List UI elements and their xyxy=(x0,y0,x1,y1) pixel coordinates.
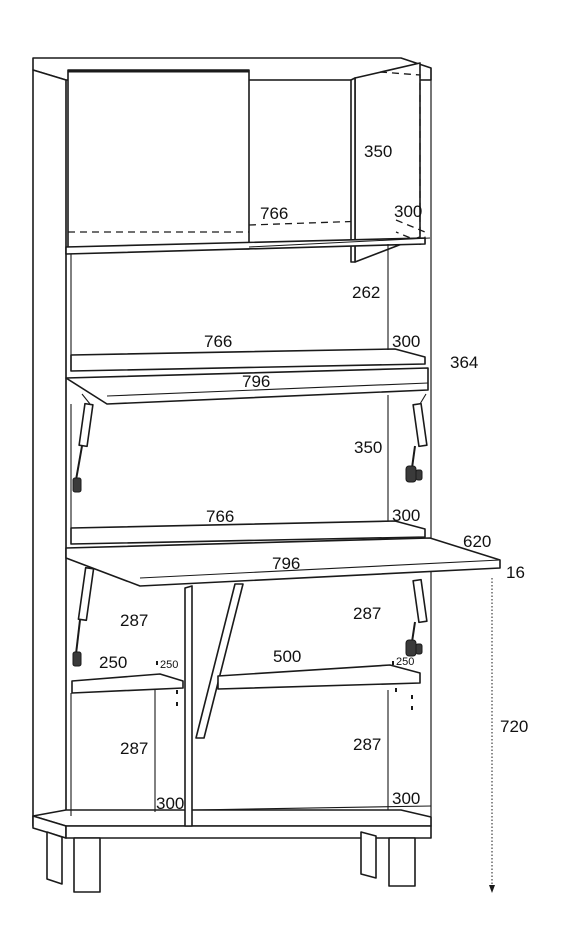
dim-right-shelf-width: 500 xyxy=(273,647,301,666)
dim-lower-width: 766 xyxy=(206,507,234,526)
desk-flap xyxy=(65,537,501,739)
upper-fixed-shelf xyxy=(65,237,426,255)
dim-flap1-depth: 364 xyxy=(450,353,478,372)
dim-top-door-height: 350 xyxy=(364,142,392,161)
small-shelves xyxy=(71,661,421,710)
dim-right-shelf-depth: 250 xyxy=(396,656,414,668)
dim-upper-shelf-gap: 262 xyxy=(352,283,380,302)
dim-bottom-left-depth: 300 xyxy=(156,794,184,813)
desk-board xyxy=(65,537,501,587)
dim-bottom-right-depth: 300 xyxy=(392,789,420,808)
right-door-open xyxy=(354,62,421,263)
dim-top-width: 766 xyxy=(260,204,288,223)
dim-desk-depth: 620 xyxy=(463,532,491,551)
dim-lower-depth: 300 xyxy=(392,506,420,525)
dim-desk-height: 720 xyxy=(500,717,528,736)
dim-small-shelf-depth: 250 xyxy=(160,659,178,671)
flap-one xyxy=(65,367,429,493)
middle-shelf xyxy=(70,348,426,372)
dim-middle-width: 766 xyxy=(204,332,232,351)
desk-support-leg xyxy=(195,583,244,739)
dim-desk-thickness: 16 xyxy=(506,563,525,582)
height-dimension-line xyxy=(489,578,495,893)
cabinet-body xyxy=(32,57,432,839)
dim-left-lower-gap: 287 xyxy=(120,739,148,758)
dim-desk-width: 796 xyxy=(272,554,300,573)
flap-one-board xyxy=(65,367,429,405)
left-side-panel xyxy=(32,69,67,839)
dim-flap1-width: 796 xyxy=(242,372,270,391)
dim-right-lower-gap: 287 xyxy=(353,735,381,754)
dim-small-shelf-width: 250 xyxy=(99,653,127,672)
dim-top-depth: 300 xyxy=(394,202,422,221)
dim-middle-depth: 300 xyxy=(392,332,420,351)
legs xyxy=(46,831,416,893)
left-door xyxy=(67,69,250,250)
upper-doors xyxy=(65,62,426,263)
dim-left-upper-gap: 287 xyxy=(120,611,148,630)
vertical-divider xyxy=(154,585,193,827)
lower-shelf xyxy=(70,520,426,545)
dim-middle-gap: 350 xyxy=(354,438,382,457)
bottom-plinth xyxy=(32,809,432,827)
dimension-labels: 350 766 300 262 766 300 364 796 350 766 … xyxy=(99,142,528,813)
dim-right-upper-gap: 287 xyxy=(353,604,381,623)
inner-lines xyxy=(66,237,432,816)
